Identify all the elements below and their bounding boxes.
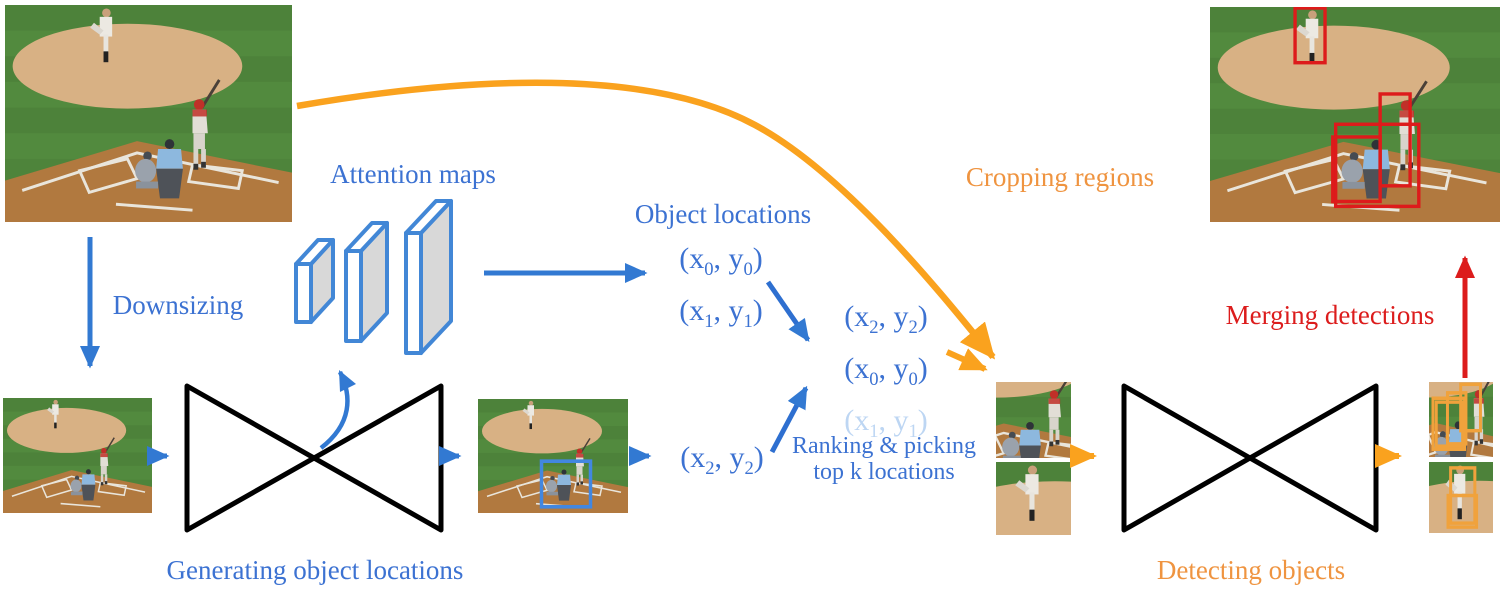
detector-network-bowtie xyxy=(1121,383,1379,533)
coord-part: ) xyxy=(752,242,763,275)
attention-arrow xyxy=(319,369,357,450)
coord-sub: 2 xyxy=(908,317,918,338)
attention-map-slab-medium xyxy=(344,221,389,343)
crop-batter-image xyxy=(996,382,1071,458)
coord-part: ) xyxy=(752,294,763,327)
coord-sub: 1 xyxy=(743,311,753,332)
coord-x2y2: (x2, y2) xyxy=(680,437,764,489)
attention-map-slabs xyxy=(294,199,453,355)
downsizing-label: Downsizing xyxy=(112,290,244,320)
detection-boxes-batter-crop xyxy=(1431,382,1482,452)
coord-sub: 1 xyxy=(908,421,918,442)
coord-part: , y xyxy=(714,441,745,474)
coord-x1y1: (x1, y1) xyxy=(679,290,763,342)
coord-sub: 2 xyxy=(705,458,715,479)
coord-sub: 0 xyxy=(704,259,714,280)
x2y2-coord: (x2, y2) xyxy=(680,437,764,489)
coord-sub: 0 xyxy=(743,259,753,280)
coord-part: ) xyxy=(917,404,928,437)
coord-part: , y xyxy=(878,404,909,437)
ranking-note-line2: top k locations xyxy=(813,459,955,485)
coord-part: ) xyxy=(753,441,764,474)
merging-detections-label: Merging detections xyxy=(1225,300,1435,330)
merged-detection-boxes xyxy=(1293,7,1421,209)
downsized-image xyxy=(3,398,152,513)
detected-crop-pitcher-image xyxy=(1429,462,1493,533)
coord-part: (x xyxy=(679,294,705,327)
ranking-note-line1: Ranking & picking xyxy=(792,433,976,459)
localized-image xyxy=(478,399,628,513)
generator-network-bowtie xyxy=(184,383,444,533)
coord-part: ) xyxy=(917,352,928,385)
attention-map-slab-large xyxy=(404,199,453,355)
coord-sub: 1 xyxy=(704,311,714,332)
coord-sub: 1 xyxy=(869,421,879,442)
coord-sub: 2 xyxy=(869,317,879,338)
generating-label: Generating object locations xyxy=(166,555,464,585)
ranked-locations-list: (x2, y2) (x0, y0) (x1, y1) xyxy=(844,296,928,452)
detecting-objects-label: Detecting objects xyxy=(1156,555,1346,585)
coord-part: , y xyxy=(713,242,744,275)
rank-arrow-top xyxy=(765,280,811,343)
object-locations-list: (x0, y0) (x1, y1) xyxy=(679,238,763,342)
crop-pitcher-image xyxy=(996,462,1071,535)
ranked-coord-x2y2: (x2, y2) xyxy=(844,296,928,348)
attention-map-slab-small xyxy=(294,238,335,324)
predicted-region-box xyxy=(539,459,593,509)
coord-part: (x xyxy=(680,441,706,474)
coord-part: , y xyxy=(878,300,909,333)
coord-part: (x xyxy=(844,300,870,333)
object-locations-label: Object locations xyxy=(634,199,812,229)
coord-sub: 2 xyxy=(744,458,754,479)
coord-part: (x xyxy=(844,404,870,437)
coord-sub: 0 xyxy=(869,369,879,390)
input-image xyxy=(5,5,292,222)
detection-boxes-pitcher-crop xyxy=(1446,466,1479,529)
coord-part: , y xyxy=(878,352,909,385)
coord-x0y0: (x0, y0) xyxy=(679,238,763,290)
coord-part: , y xyxy=(713,294,744,327)
coord-part: (x xyxy=(844,352,870,385)
coord-sub: 0 xyxy=(908,369,918,390)
attention-maps-label: Attention maps xyxy=(330,159,496,189)
ranked-coord-x0y0: (x0, y0) xyxy=(844,348,928,400)
cropping-regions-label: Cropping regions xyxy=(965,162,1155,192)
ranked-coord-x1y1-discarded: (x1, y1) xyxy=(844,400,928,452)
output-image xyxy=(1210,7,1500,222)
detected-crop-batter-image xyxy=(1429,382,1493,457)
coord-part: (x xyxy=(679,242,705,275)
coord-part: ) xyxy=(917,300,928,333)
rank-to-crops-arrow xyxy=(945,348,988,372)
